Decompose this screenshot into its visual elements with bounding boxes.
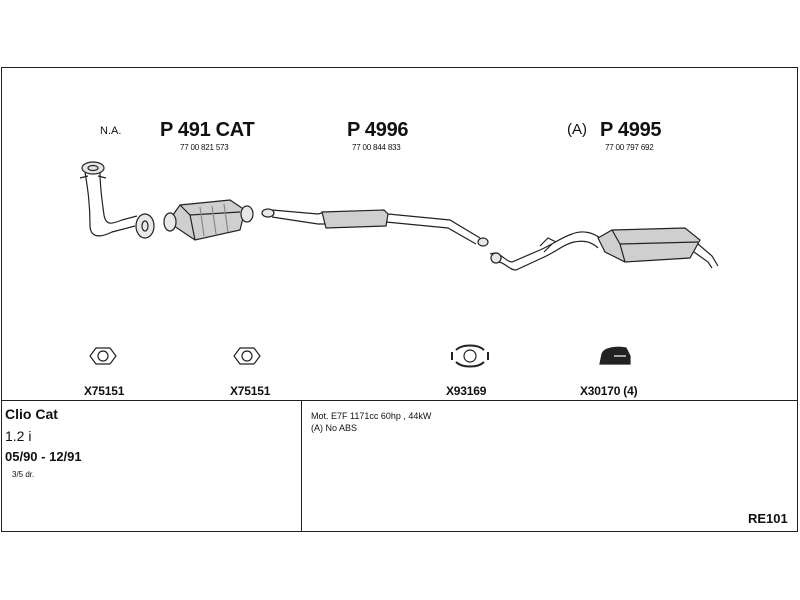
clamp-label-4: X30170 (4) xyxy=(580,384,638,398)
vehicle-doors: 3/5 dr. xyxy=(12,470,35,479)
abs-note: (A) No ABS xyxy=(311,423,358,433)
catalytic-converter xyxy=(163,199,254,241)
diagram-frame xyxy=(1,67,798,532)
part-number-p4995: P 4995 xyxy=(600,119,662,141)
vehicle-engine: 1.2 i xyxy=(5,428,32,444)
middle-silencer xyxy=(261,208,489,247)
motor-note: Mot. E7F 1171cc 60hp , 44kW xyxy=(311,411,432,421)
clamp-gasket-icon-1 xyxy=(89,347,117,365)
clamp-label-3: X93169 xyxy=(446,384,487,398)
catalog-code: RE101 xyxy=(748,511,788,526)
clamp-label-1: X75151 xyxy=(84,384,125,398)
rear-silencer xyxy=(489,227,719,271)
oe-number-p4996: 77 00 844 833 xyxy=(352,143,401,152)
clamp-bracket-icon xyxy=(599,346,631,365)
part-number-p491: P 491 CAT xyxy=(160,119,255,141)
clamp-gasket-icon-2 xyxy=(233,347,261,365)
divider-vertical xyxy=(301,400,302,532)
oe-number-p4995: 77 00 797 692 xyxy=(605,143,654,152)
vehicle-years: 05/90 - 12/91 xyxy=(5,449,82,464)
clamp-label-2: X75151 xyxy=(230,384,271,398)
part-number-p4996: P 4996 xyxy=(347,119,409,141)
front-pipe xyxy=(79,161,155,239)
clamp-u-bolt-icon xyxy=(451,344,489,368)
na-label: N.A. xyxy=(100,125,122,137)
oe-number-p491: 77 00 821 573 xyxy=(180,143,229,152)
divider-horizontal xyxy=(1,400,798,401)
vehicle-name: Clio Cat xyxy=(5,406,58,422)
part-prefix-p4995: (A) xyxy=(567,121,587,138)
